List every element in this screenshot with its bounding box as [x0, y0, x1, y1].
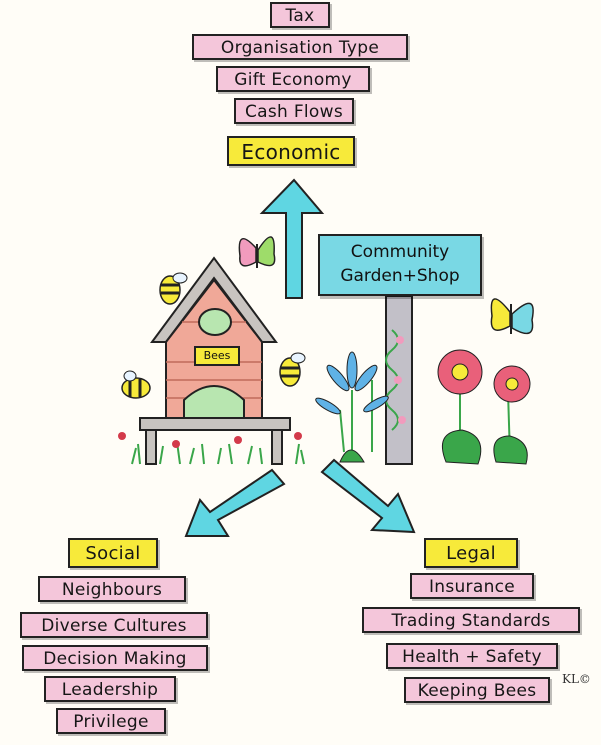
- signpost-icon: [385, 295, 413, 465]
- community-sign: Community Garden+Shop: [318, 234, 482, 296]
- bee-icon: [279, 352, 306, 387]
- social-item-privilege: Privilege: [56, 708, 166, 734]
- bee-icon: [159, 272, 188, 305]
- economic-item-gift-economy: Gift Economy: [216, 66, 370, 92]
- social-item-neighbours: Neighbours: [38, 576, 186, 602]
- social-item-diverse-cultures: Diverse Cultures: [20, 612, 208, 638]
- butterfly-icon: [238, 236, 276, 268]
- legal-item-trading-standards: Trading Standards: [362, 607, 580, 633]
- grass-icon: [131, 441, 305, 465]
- small-flowers-icon: [118, 432, 302, 448]
- sign-line-1: Community: [350, 242, 450, 262]
- social-item-leadership: Leadership: [44, 676, 176, 702]
- arrow-down-right-icon: [320, 458, 416, 534]
- economic-item-cash-flows: Cash Flows: [234, 98, 354, 124]
- bee-icon: [121, 370, 151, 399]
- artist-signature: KL©: [562, 672, 591, 686]
- flowers-icon: [315, 349, 531, 465]
- legal-item-health-safety: Health + Safety: [386, 643, 558, 669]
- legal-item-insurance: Insurance: [410, 573, 534, 599]
- economic-item-tax: Tax: [270, 2, 330, 28]
- hive-label: Bees: [194, 346, 240, 366]
- social-item-decision-making: Decision Making: [22, 645, 208, 671]
- economic-item-organisation-type: Organisation Type: [192, 34, 408, 60]
- arrow-down-left-icon: [184, 468, 286, 537]
- legal-item-keeping-bees: Keeping Bees: [404, 677, 550, 703]
- legal-header: Legal: [424, 538, 518, 568]
- sign-line-2: Garden+Shop: [340, 266, 460, 286]
- economic-header: Economic: [227, 136, 355, 166]
- butterfly-icon: [490, 298, 534, 335]
- arrow-up-icon: [259, 178, 325, 299]
- social-header: Social: [68, 538, 158, 568]
